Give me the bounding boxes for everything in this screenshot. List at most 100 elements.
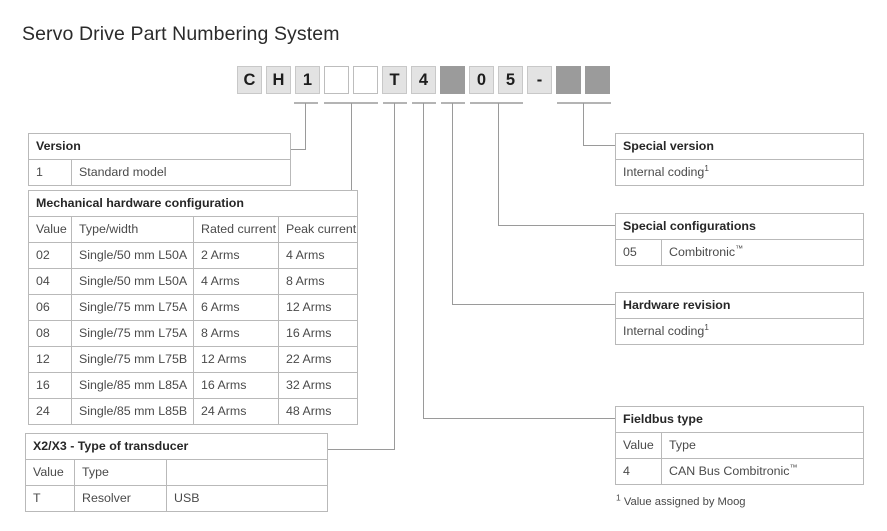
special-version-desc-text: Internal coding	[623, 165, 705, 179]
mechanical-type: Single/75 mm L75A	[71, 321, 193, 346]
mechanical-peak: 16 Arms	[278, 321, 357, 346]
code-box-mech-2[interactable]	[353, 66, 378, 94]
table-header-row: Value Type	[26, 459, 327, 485]
version-header: Version	[36, 139, 81, 153]
table-row: Mechanical hardware configuration	[29, 191, 357, 216]
table-row: Special configurations	[616, 214, 863, 239]
connector-fieldbus-cap	[412, 102, 436, 104]
code-box-h[interactable]: H	[266, 66, 291, 94]
trademark-symbol: ™	[735, 243, 744, 253]
fieldbus-value: 4	[623, 464, 630, 478]
table-row: 06 Single/75 mm L75A 6 Arms 12 Arms	[29, 294, 357, 320]
mechanical-type: Single/85 mm L85B	[71, 399, 193, 424]
part-number-strip: C H 1 T 4 0 5 -	[237, 66, 614, 94]
mechanical-col-value: Value	[36, 222, 67, 236]
connector-fieldbus-run	[423, 418, 615, 419]
mechanical-type: Single/85 mm L85A	[71, 373, 193, 398]
mechanical-value: 24	[36, 404, 50, 418]
mechanical-value: 02	[36, 248, 50, 262]
connector-specialconfig-run	[498, 225, 615, 226]
mechanical-value: 16	[36, 378, 50, 392]
mechanical-col-peak: Peak current	[278, 217, 357, 242]
page-title: Servo Drive Part Numbering System	[22, 23, 340, 45]
mechanical-col-type: Type/width	[71, 217, 193, 242]
special-config-value: 05	[623, 245, 637, 259]
code-box-specialver-2[interactable]	[585, 66, 610, 94]
code-box-fieldbus[interactable]: 4	[411, 66, 436, 94]
connector-version-elbow	[290, 149, 306, 150]
footnote-text: Value assigned by Moog	[620, 496, 746, 508]
special-version-desc: Internal coding1	[616, 160, 863, 185]
fieldbus-col-type: Type	[661, 433, 863, 458]
mechanical-rated: 16 Arms	[193, 373, 278, 398]
table-row: Internal coding1	[616, 318, 863, 344]
table-row: Special version	[616, 134, 863, 159]
fieldbus-header: Fieldbus type	[623, 412, 703, 426]
hardware-revision-header: Hardware revision	[623, 298, 731, 312]
connector-fieldbus-drop	[423, 103, 424, 419]
table-special-configurations: Special configurations 05 Combitronic™	[615, 213, 864, 266]
fieldbus-type-text: CAN Bus Combitronic	[669, 464, 790, 478]
transducer-value: T	[33, 491, 41, 505]
special-version-footnote-mark: 1	[704, 162, 710, 173]
connector-specialversion-drop	[583, 103, 584, 145]
connector-transducer-cap	[383, 102, 407, 104]
version-value: 1	[36, 165, 43, 179]
code-box-version[interactable]: 1	[295, 66, 320, 94]
table-row: 4 CAN Bus Combitronic™	[616, 458, 863, 484]
connector-transducer-elbow	[328, 449, 395, 450]
code-box-specialcfg-2[interactable]: 5	[498, 66, 523, 94]
transducer-type: Resolver	[74, 486, 166, 511]
special-config-header: Special configurations	[623, 219, 756, 233]
table-row: 05 Combitronic™	[616, 239, 863, 265]
table-special-version: Special version Internal coding1	[615, 133, 864, 186]
mechanical-value: 06	[36, 300, 50, 314]
table-row: 04 Single/50 mm L50A 4 Arms 8 Arms	[29, 268, 357, 294]
mechanical-peak: 48 Arms	[278, 399, 357, 424]
connector-version-drop	[305, 103, 306, 149]
connector-specialconfig-cap	[470, 102, 523, 104]
mechanical-rated: 12 Arms	[193, 347, 278, 372]
mechanical-header: Mechanical hardware configuration	[36, 196, 244, 210]
table-fieldbus: Fieldbus type Value Type 4 CAN Bus Combi…	[615, 406, 864, 485]
hardware-revision-desc-text: Internal coding	[623, 324, 705, 338]
code-box-hw-revision[interactable]	[440, 66, 465, 94]
table-header-row: Value Type/width Rated current Peak curr…	[29, 216, 357, 242]
table-row: Fieldbus type	[616, 407, 863, 432]
code-box-specialver-1[interactable]	[556, 66, 581, 94]
mechanical-type: Single/75 mm L75B	[71, 347, 193, 372]
transducer-col-extra	[166, 460, 327, 485]
table-header-row: Value Type	[616, 432, 863, 458]
connector-specialconfig-drop	[498, 103, 499, 225]
code-box-specialcfg-1[interactable]: 0	[469, 66, 494, 94]
code-box-mech-1[interactable]	[324, 66, 349, 94]
mechanical-rated: 2 Arms	[193, 243, 278, 268]
table-row: 1 Standard model	[29, 159, 290, 185]
version-desc: Standard model	[71, 160, 290, 185]
connector-transducer-drop	[394, 103, 395, 449]
mechanical-peak: 12 Arms	[278, 295, 357, 320]
code-box-c[interactable]: C	[237, 66, 262, 94]
table-row: T Resolver USB	[26, 485, 327, 511]
mechanical-type: Single/50 mm L50A	[71, 269, 193, 294]
transducer-header: X2/X3 - Type of transducer	[33, 439, 189, 453]
connector-specialversion-run	[583, 145, 615, 146]
table-hardware-revision: Hardware revision Internal coding1	[615, 292, 864, 345]
mechanical-rated: 24 Arms	[193, 399, 278, 424]
mechanical-rated: 4 Arms	[193, 269, 278, 294]
mechanical-type: Single/75 mm L75A	[71, 295, 193, 320]
mechanical-peak: 22 Arms	[278, 347, 357, 372]
table-row: 24 Single/85 mm L85B 24 Arms 48 Arms	[29, 398, 357, 424]
code-box-transducer[interactable]: T	[382, 66, 407, 94]
mechanical-value: 08	[36, 326, 50, 340]
mechanical-value: 12	[36, 352, 50, 366]
mechanical-peak: 32 Arms	[278, 373, 357, 398]
trademark-symbol: ™	[789, 462, 798, 472]
code-box-separator: -	[527, 66, 552, 94]
table-mechanical: Mechanical hardware configuration Value …	[28, 190, 358, 425]
table-row: Version	[29, 134, 290, 159]
footnote: 1 Value assigned by Moog	[616, 493, 746, 508]
connector-hwrevision-run	[452, 304, 615, 305]
table-version: Version 1 Standard model	[28, 133, 291, 186]
